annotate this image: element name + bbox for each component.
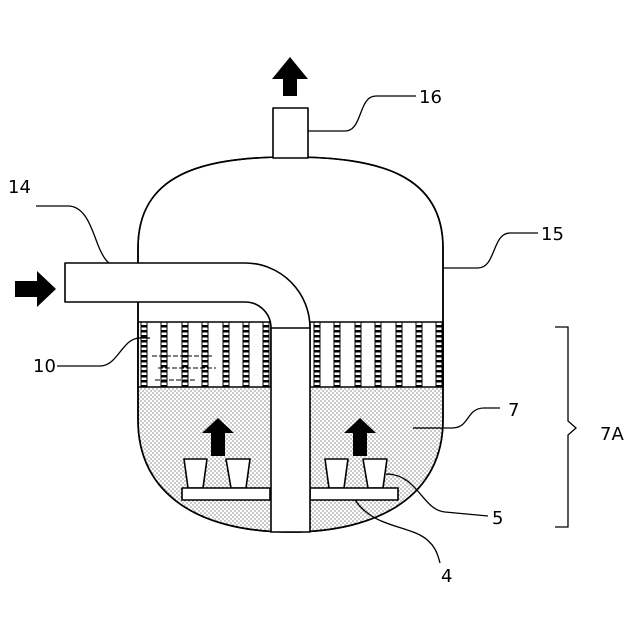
- label-section-bracket: 7A: [600, 424, 624, 445]
- plate-left: [182, 488, 270, 500]
- tube: [416, 322, 422, 387]
- label-bed: 7: [508, 400, 519, 421]
- cup: [184, 459, 207, 488]
- leader-line-tubes: [57, 338, 150, 366]
- plate-right: [310, 488, 398, 500]
- cup: [226, 459, 250, 488]
- tube: [436, 322, 442, 387]
- label-outlet-pipe: 16: [419, 87, 442, 108]
- label-plate: 4: [441, 566, 452, 587]
- section-bracket: [555, 327, 576, 527]
- label-tube-section: 10: [33, 356, 56, 377]
- tube: [161, 322, 167, 387]
- tube: [314, 322, 320, 387]
- outlet-pipe: [273, 108, 308, 158]
- leader-line-outlet: [308, 96, 416, 131]
- tube: [334, 322, 340, 387]
- outlet-arrow-icon: [272, 57, 308, 96]
- tube: [243, 322, 249, 387]
- label-cups: 5: [492, 508, 503, 529]
- leader-line-vessel: [443, 233, 538, 268]
- tube: [223, 322, 229, 387]
- tube: [141, 322, 147, 387]
- inlet-arrow-icon: [15, 271, 56, 307]
- tube: [396, 322, 402, 387]
- label-inlet-pipe: 14: [8, 177, 31, 198]
- label-vessel: 15: [541, 224, 564, 245]
- cup: [325, 459, 348, 488]
- tube: [355, 322, 361, 387]
- tube: [182, 322, 188, 387]
- leader-line-inlet: [36, 206, 109, 263]
- cup: [363, 459, 387, 488]
- tube: [375, 322, 381, 387]
- tube: [202, 322, 208, 387]
- tube: [263, 322, 269, 387]
